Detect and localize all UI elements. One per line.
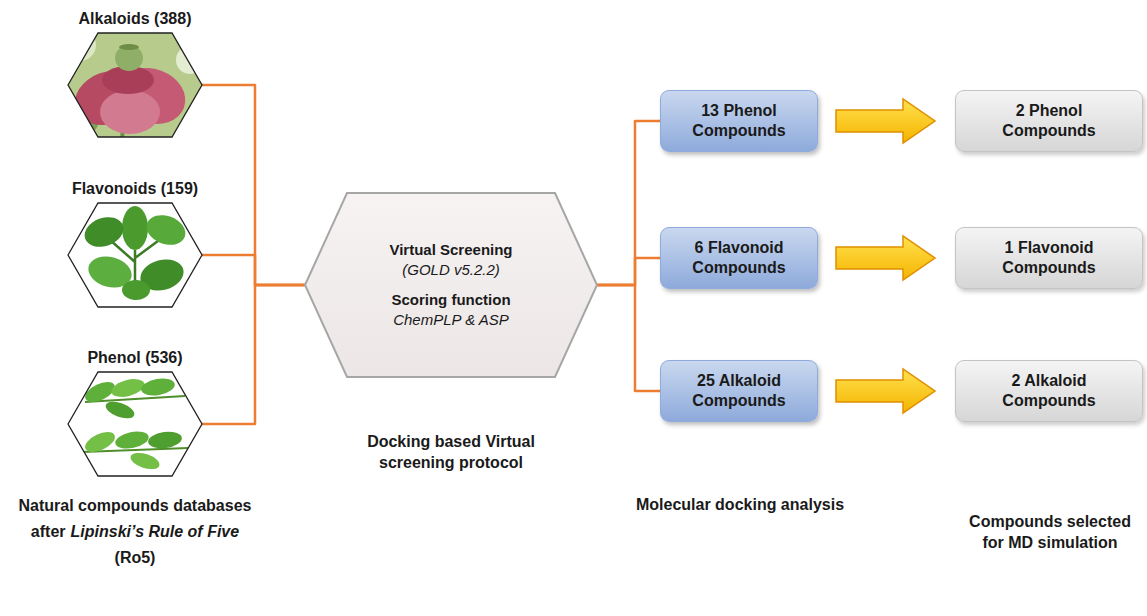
compound-count: 2 Alkaloid Compounds [986, 371, 1112, 411]
caption-text: Docking based Virtual screening protocol [351, 432, 551, 474]
leaf [82, 428, 118, 456]
database-heading: Alkaloids (388) [18, 9, 252, 29]
protocol-text: ChemPLP & ASP [393, 310, 509, 330]
compound-count: 6 Flavonoid Compounds [675, 238, 803, 278]
hexagon-border [305, 193, 597, 377]
block-arrow [836, 369, 935, 413]
compound-count: 2 Phenol Compounds [986, 101, 1112, 141]
bracket-connector [597, 121, 660, 285]
leaf [142, 210, 189, 250]
compound-count: 13 Phenol Compounds [675, 101, 803, 141]
bracket-connector [597, 285, 660, 391]
caption-text: Lipinski’s Rule of Five [71, 522, 240, 543]
picture-blur [176, 46, 204, 74]
picture-ground [60, 30, 210, 140]
docking-result-box: 6 Flavonoid Compounds [660, 227, 818, 289]
database-hexagon: Flavonoids (159) [68, 203, 202, 307]
bracket-connector [202, 85, 305, 285]
hexagon-outline [68, 203, 202, 307]
selected-compounds-box: 2 Phenol Compounds [955, 90, 1143, 152]
hexagon-outline [305, 193, 597, 377]
database-hexagon: Alkaloids (388) [68, 33, 202, 137]
selected-compounds-box: 2 Alkaloid Compounds [955, 360, 1143, 422]
picture-ground [60, 368, 210, 480]
bracket-connector [597, 258, 660, 285]
hexagon-border [68, 203, 202, 307]
petal [100, 90, 160, 134]
compound-count: 25 Alkaloid Compounds [675, 371, 803, 411]
compound-count: 1 Flavonoid Compounds [986, 238, 1112, 278]
hexagon-outline [68, 33, 202, 137]
database-heading: Phenol (536) [18, 348, 252, 368]
caption-text: after [31, 522, 66, 543]
database-heading: Flavonoids (159) [18, 179, 252, 199]
leaf [147, 430, 183, 451]
caption-text: Molecular docking analysis [636, 495, 844, 516]
caption-text: (Ro5) [115, 548, 156, 569]
protocol-text: Scoring function [391, 290, 510, 310]
hexagon-border [68, 33, 202, 137]
selected-compounds-box: 1 Flavonoid Compounds [955, 227, 1143, 289]
docking-result-box: 25 Alkaloid Compounds [660, 360, 818, 422]
docking-result-box: 13 Phenol Compounds [660, 90, 818, 152]
seed-pod-crown [119, 44, 139, 50]
database-hexagon: Phenol (536) [68, 372, 202, 476]
protocol-text: (GOLD v5.2.2) [402, 260, 500, 280]
leaf [114, 429, 151, 452]
caption-text: Compounds selected for MD simulation [959, 512, 1141, 554]
leaf [129, 450, 162, 473]
leaf [122, 280, 150, 300]
block-arrow [836, 99, 935, 143]
hexagon-outline [68, 372, 202, 476]
hexagon-border [68, 372, 202, 476]
block-arrow [836, 236, 935, 280]
leaf-picture [60, 200, 210, 310]
leaves-picture [60, 368, 210, 480]
leaf [122, 206, 148, 250]
protocol-text: Virtual Screening [389, 240, 512, 260]
screening-hexagon: Virtual Screening(GOLD v5.2.2) Scoring fu… [305, 193, 597, 377]
leaf [140, 376, 176, 398]
bracket-connector [202, 285, 305, 424]
leaf [110, 376, 147, 400]
seed-pod [115, 45, 143, 71]
bracket-connector [202, 255, 305, 285]
picture-ground [60, 200, 210, 310]
leaf [104, 398, 137, 421]
leaf [80, 212, 127, 252]
caption-text: Natural compounds databases [19, 496, 252, 517]
poppy-picture [60, 29, 210, 140]
